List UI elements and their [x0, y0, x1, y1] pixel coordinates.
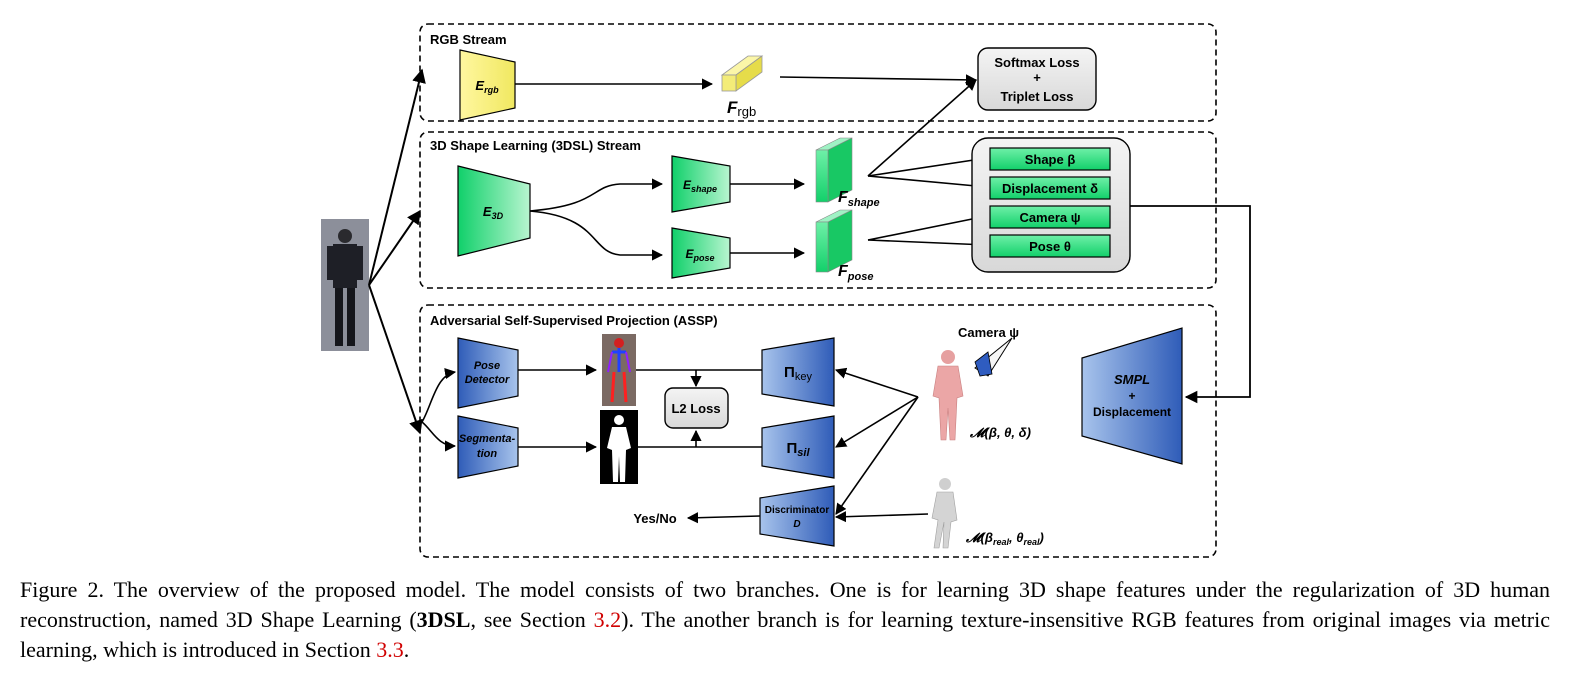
svg-text:E3D: E3D: [483, 204, 504, 221]
caption-ref-3-2[interactable]: 3.2: [593, 607, 622, 632]
svg-text:Πkey: Πkey: [784, 364, 812, 383]
param-shape: [989, 147, 1111, 171]
overview-figure: RGB Stream 3D Shape Learning (3DSL) Stre…: [321, 23, 1251, 558]
svg-text:Displacement: Displacement: [1093, 405, 1171, 419]
caption-bold-3dsl: 3DSL: [416, 607, 471, 632]
softmax-triplet-loss-box: Softmax Loss + Triplet Loss: [977, 47, 1097, 111]
svg-text:Eshape: Eshape: [683, 178, 717, 194]
smpl-params-panel: Shape β Displacement δ Camera ψ Pose θ: [971, 137, 1131, 273]
svg-text:Ergb: Ergb: [475, 78, 499, 95]
camera-icon: [974, 337, 1013, 377]
svg-text:Displacement δ: Displacement δ: [1002, 181, 1098, 196]
fshape-label: Fshape: [838, 189, 880, 209]
dsl-stream-frame: [419, 131, 1217, 289]
svg-text:SMPL: SMPL: [1114, 372, 1150, 387]
reconstructed-mesh: [932, 350, 964, 441]
rgb-stream-frame: [419, 23, 1217, 122]
discriminator: Discriminator D: [759, 485, 835, 547]
pi-sil-projection: Πsil: [761, 415, 835, 479]
svg-text:Πsil: Πsil: [786, 440, 810, 459]
svg-text:+: +: [1128, 389, 1135, 403]
caption-ref-3-3[interactable]: 3.3: [376, 637, 404, 662]
svg-text:L2 Loss: L2 Loss: [671, 401, 720, 416]
param-displacement: [989, 176, 1111, 200]
svg-text:Triplet Loss: Triplet Loss: [1001, 89, 1074, 104]
pi-key-projection: Πkey: [761, 337, 835, 407]
smpl-displacement-block: SMPL + Displacement: [1081, 327, 1183, 465]
assp-title: Adversarial Self-Supervised Projection (…: [430, 313, 718, 328]
epose-encoder: Epose: [671, 227, 731, 279]
svg-text:Camera ψ: Camera ψ: [1019, 210, 1080, 225]
svg-text:+: +: [1033, 70, 1041, 85]
rgb-feature-block: [720, 55, 764, 92]
svg-text:D: D: [793, 519, 800, 530]
yes-no-output: Yes/No: [633, 511, 676, 526]
silhouette-image: [600, 410, 638, 484]
figure-caption: Figure 2. The overview of the proposed m…: [20, 575, 1550, 665]
caption-text-3: ). The another branch is for learning te…: [20, 607, 1550, 662]
rgb-stream-title: RGB Stream: [430, 32, 507, 47]
fpose-feature-block: [815, 209, 853, 273]
caption-text-4: .: [403, 637, 410, 662]
svg-text:Detector: Detector: [465, 374, 510, 386]
svg-text:Discriminator: Discriminator: [765, 505, 830, 516]
mesh-label: 𝓜(β, θ, δ): [969, 425, 1031, 440]
rgb-encoder: Ergb: [459, 49, 516, 121]
fshape-feature-block: [815, 137, 853, 203]
rgb-feature-label: Frgb: [727, 98, 756, 119]
l2-loss-box: L2 Loss: [664, 387, 729, 429]
caption-text-2: , see Section: [470, 607, 594, 632]
real-mesh-label: 𝓜(βreal, θreal): [965, 530, 1044, 547]
svg-text:Pose θ: Pose θ: [1029, 239, 1071, 254]
svg-text:Segmenta-: Segmenta-: [459, 433, 516, 445]
segmentation: Segmenta- tion: [457, 415, 519, 479]
input-person-image: [321, 219, 369, 351]
fpose-label: Fpose: [838, 263, 873, 283]
keypoint-image: [602, 334, 636, 406]
pose-detector: Pose Detector: [457, 337, 519, 409]
param-pose: [989, 234, 1111, 258]
svg-text:Softmax Loss: Softmax Loss: [994, 55, 1079, 70]
dsl-stream-title: 3D Shape Learning (3DSL) Stream: [430, 138, 641, 153]
real-mesh-sample: [931, 478, 958, 549]
param-camera: [989, 205, 1111, 229]
e3d-encoder: E3D: [457, 165, 531, 257]
svg-text:tion: tion: [477, 448, 497, 460]
camera-label: Camera ψ: [958, 325, 1019, 340]
svg-text:Epose: Epose: [685, 247, 714, 263]
svg-text:Shape β: Shape β: [1025, 152, 1076, 167]
caption-text-1: Figure 2. The overview of the proposed m…: [20, 577, 1550, 632]
svg-text:Pose: Pose: [474, 360, 500, 372]
eshape-encoder: Eshape: [671, 155, 731, 213]
